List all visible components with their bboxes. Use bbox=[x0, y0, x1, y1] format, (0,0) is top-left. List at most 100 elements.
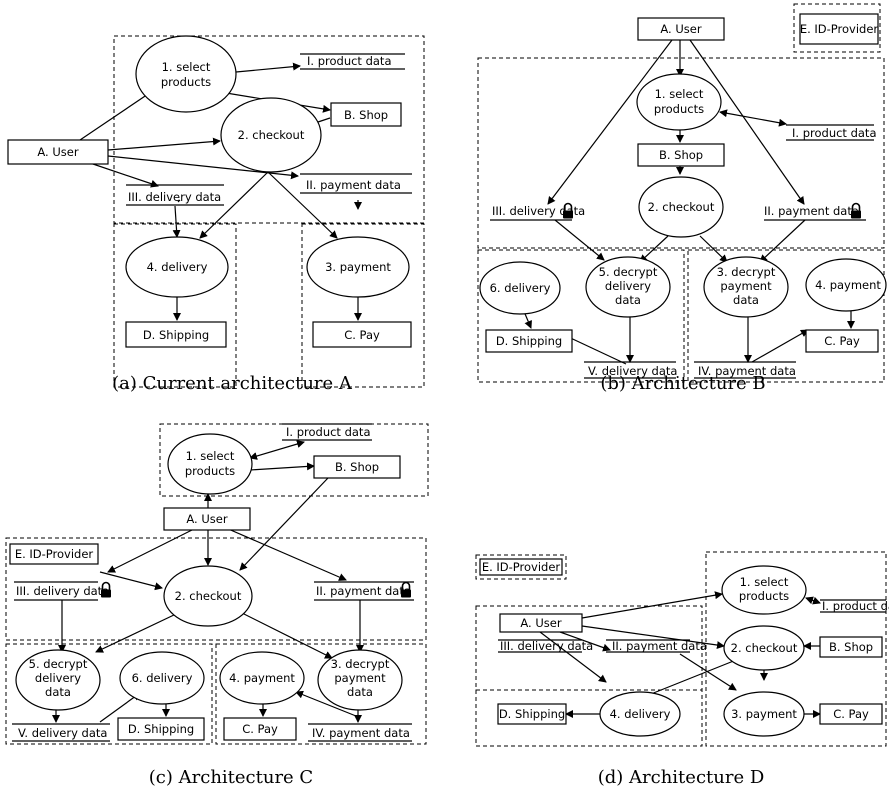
boundary-shipping-d bbox=[475, 689, 703, 747]
boundary-shipping-b bbox=[477, 249, 685, 383]
text-dec-del1-c: 5. decrypt bbox=[29, 657, 88, 671]
text-shop-b: B. Shop bbox=[659, 148, 703, 162]
node-user-d bbox=[499, 613, 583, 633]
text-user-c: A. User bbox=[186, 512, 227, 526]
text-delivery-d: 4. delivery bbox=[610, 707, 671, 721]
text-checkout-d: 2. checkout bbox=[731, 641, 798, 655]
node-shop-d bbox=[819, 636, 883, 658]
text-user-d: A. User bbox=[520, 616, 561, 630]
text-payment-d: 3. payment bbox=[731, 707, 797, 721]
node-select-products-b bbox=[636, 73, 722, 131]
node-select-products-a bbox=[135, 35, 237, 113]
store-delivery-data-v-b: V. delivery data bbox=[588, 364, 677, 378]
boundary-shop-d bbox=[705, 551, 887, 747]
text-shop-c: B. Shop bbox=[335, 460, 379, 474]
node-decrypt-payment-c bbox=[317, 649, 403, 711]
text-pay4-b: 4. payment bbox=[815, 278, 881, 292]
boundary-shipping-a bbox=[113, 223, 237, 388]
text-shipping-a: D. Shipping bbox=[143, 328, 209, 342]
boundary-shipping-c bbox=[5, 643, 213, 745]
text-idp-c: E. ID-Provider bbox=[15, 547, 94, 561]
text-select2-b: products bbox=[654, 102, 704, 116]
store-payment-data-c: II. payment data bbox=[316, 584, 411, 598]
text-select1-d: 1. select bbox=[740, 575, 789, 589]
text-select1-c: 1. select bbox=[186, 449, 235, 463]
node-user-a bbox=[7, 139, 109, 165]
text-pay4-c: 4. payment bbox=[229, 671, 295, 685]
text-dec-pay3-b: data bbox=[733, 293, 759, 307]
text-dec-del3-c: data bbox=[45, 685, 71, 699]
node-decrypt-delivery-b bbox=[585, 256, 671, 318]
node-shipping-b bbox=[485, 329, 573, 353]
node-shipping-c bbox=[117, 717, 205, 741]
diagram-b: E. ID-Provider A. User 1. select product… bbox=[477, 3, 887, 394]
node-select-products-c bbox=[167, 433, 253, 495]
boundary-shop-b bbox=[477, 57, 885, 249]
text-pay-b: C. Pay bbox=[824, 334, 860, 348]
store-payment-data-iv-b: IV. payment data bbox=[698, 364, 796, 378]
text-dec-del2-c: delivery bbox=[35, 671, 81, 685]
node-checkout-c bbox=[163, 565, 253, 627]
node-shipping-d bbox=[497, 703, 567, 725]
node-idp-d bbox=[479, 558, 563, 576]
store-payment-data-a: II. payment data bbox=[306, 178, 401, 192]
store-delivery-data-b: III. delivery data bbox=[492, 204, 585, 218]
store-delivery-data-d: III. delivery data bbox=[500, 639, 593, 653]
node-user-b bbox=[637, 17, 725, 41]
node-delivery6-b bbox=[479, 261, 561, 315]
text-dec-pay2-b: payment bbox=[720, 279, 772, 293]
text-dec-del1-b: 5. decrypt bbox=[599, 265, 658, 279]
node-shipping-a bbox=[125, 321, 227, 348]
text-pay-a: C. Pay bbox=[344, 328, 380, 342]
text-shipping-c: D. Shipping bbox=[128, 722, 194, 736]
store-delivery-data-c: III. delivery data bbox=[16, 584, 109, 598]
node-delivery-a bbox=[125, 236, 229, 298]
text-select2-c: products bbox=[185, 464, 235, 478]
text-select2-a: products bbox=[161, 75, 211, 89]
store-product-data-d: I. product dat bbox=[822, 599, 889, 613]
node-shop-c bbox=[313, 455, 401, 479]
diagram-a: 1. select products 2. checkout 4. delive… bbox=[7, 35, 425, 394]
store-delivery-data-a: III. delivery data bbox=[128, 190, 221, 204]
node-user-c bbox=[163, 507, 251, 531]
store-payment-data-d: II. payment data bbox=[612, 639, 707, 653]
text-delivery6-c: 6. delivery bbox=[132, 671, 193, 685]
text-delivery6-b: 6. delivery bbox=[490, 281, 551, 295]
store-product-data-c: I. product data bbox=[286, 425, 371, 439]
store-product-data-a: I. product data bbox=[307, 54, 392, 68]
node-pay-d bbox=[819, 703, 883, 725]
text-select1-b: 1. select bbox=[655, 87, 704, 101]
store-payment-data-iv-c: IV. payment data bbox=[312, 726, 410, 740]
node-delivery-d bbox=[599, 691, 681, 737]
text-delivery-a: 4. delivery bbox=[147, 260, 208, 274]
node-select-products-d bbox=[721, 565, 807, 615]
text-select2-d: products bbox=[739, 589, 789, 603]
text-idp-d: E. ID-Provider bbox=[482, 560, 561, 574]
node-payment4-c bbox=[219, 651, 305, 705]
node-idp-c bbox=[9, 543, 99, 565]
boundary-checkout-c bbox=[5, 537, 427, 641]
store-delivery-data-v-c: V. delivery data bbox=[18, 726, 107, 740]
text-dec-del3-b: data bbox=[615, 293, 641, 307]
diagram-c: 1. select products B. Shop A. User E. ID… bbox=[5, 423, 429, 788]
node-pay-c bbox=[223, 717, 297, 741]
text-select1-a: 1. select bbox=[162, 60, 211, 74]
text-shipping-b: D. Shipping bbox=[496, 334, 562, 348]
text-payment-a: 3. payment bbox=[325, 260, 391, 274]
caption-b: (b) Architecture B bbox=[600, 373, 765, 394]
text-user-b: A. User bbox=[660, 22, 701, 36]
text-shop-a: B. Shop bbox=[344, 108, 388, 122]
text-checkout-b: 2. checkout bbox=[648, 200, 715, 214]
node-payment4-b bbox=[805, 258, 887, 312]
text-dec-pay3-c: data bbox=[347, 685, 373, 699]
text-checkout-c: 2. checkout bbox=[175, 589, 242, 603]
text-idp-b: E. ID-Provider bbox=[800, 22, 879, 36]
boundary-pay-a bbox=[301, 223, 425, 388]
text-dec-pay1-c: 3. decrypt bbox=[331, 657, 390, 671]
node-delivery6-c bbox=[119, 651, 205, 705]
caption-d: (d) Architecture D bbox=[598, 767, 765, 788]
boundary-idp-b bbox=[793, 3, 881, 53]
text-checkout-a: 2. checkout bbox=[238, 128, 305, 142]
boundary-shop-a bbox=[113, 35, 425, 224]
